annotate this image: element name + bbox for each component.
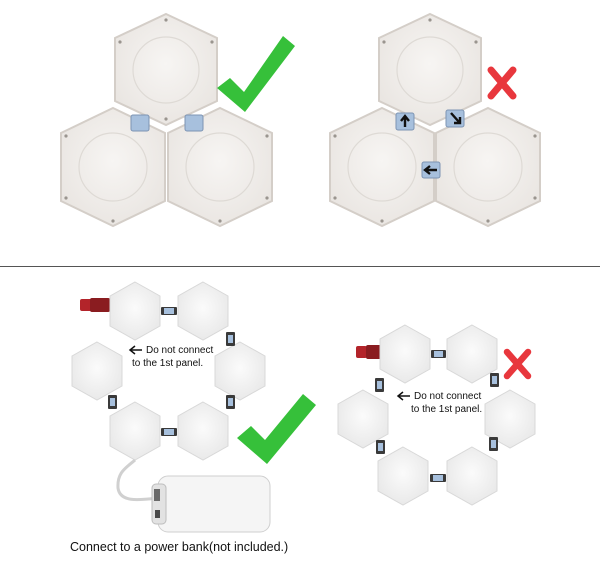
left-pointer-arrow-icon	[396, 391, 410, 401]
left-pointer-arrow-icon	[128, 345, 142, 355]
connector-icon	[184, 114, 204, 132]
right-note-line2: to the 1st panel.	[411, 404, 483, 415]
connector-icon	[130, 114, 150, 132]
check-mark-icon	[237, 394, 316, 464]
bottom-left-correct-chain	[71, 281, 271, 533]
cross-mark-icon	[487, 66, 517, 100]
right-warning-note: Do not connect to the 1st panel.	[411, 390, 483, 416]
usb-plug-icon	[80, 299, 92, 311]
cross-mark-icon	[503, 348, 532, 380]
top-right-wrong-assembly	[329, 12, 541, 228]
section-divider	[0, 266, 600, 267]
left-warning-note: Do not connect to the 1st panel.	[132, 344, 214, 370]
right-note-line1: Do not connect	[414, 391, 482, 402]
caption-power-bank: Connect to a power bank(not included.)	[70, 540, 289, 554]
usb-plug-icon	[356, 346, 367, 358]
bottom-right-wrong-chain	[337, 324, 536, 506]
left-note-line2: to the 1st panel.	[132, 358, 204, 369]
power-bank-icon	[151, 475, 271, 533]
left-note-line1: Do not connect	[146, 345, 214, 356]
check-mark-icon	[217, 36, 295, 112]
top-left-correct-assembly	[60, 12, 273, 228]
